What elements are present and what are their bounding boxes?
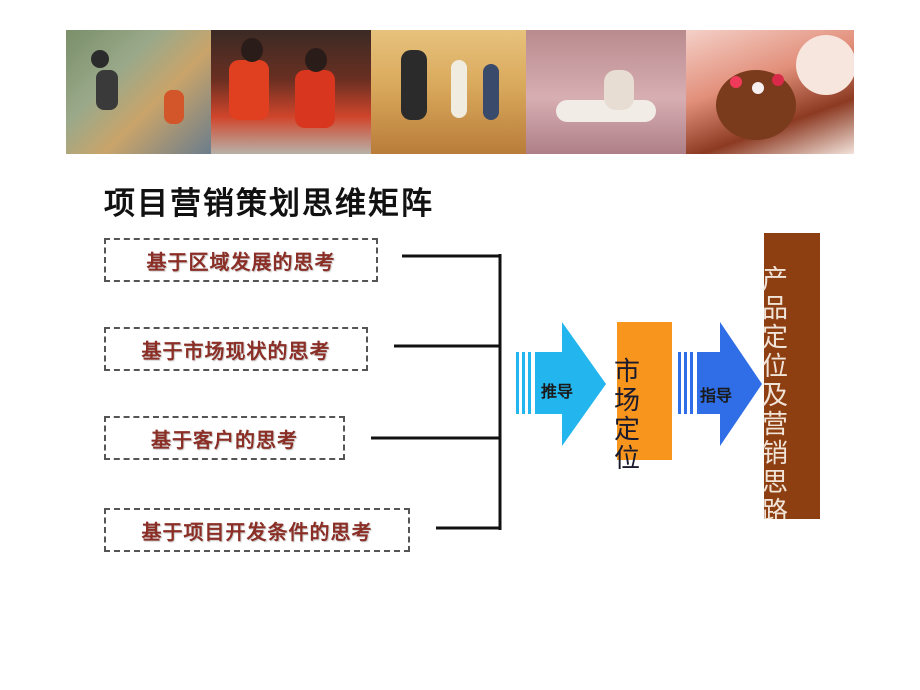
guide-label: 指导 [700, 386, 733, 405]
product-positioning-box [764, 233, 820, 519]
input-regional-development: 基于区域发展的思考 [104, 238, 378, 282]
input-customer: 基于客户的思考 [104, 416, 345, 460]
product-positioning-label: 产品定位及营销思路 [762, 266, 789, 519]
derive-arrow-icon [516, 322, 606, 446]
photo-rock-climbing [66, 30, 211, 154]
photo-badminton [211, 30, 371, 154]
photo-yoga [526, 30, 686, 154]
input-project-conditions: 基于项目开发条件的思考 [104, 508, 410, 552]
guide-arrow-icon [678, 322, 762, 446]
page-title: 项目营销策划思维矩阵 [104, 186, 434, 222]
photo-banner [66, 30, 854, 154]
derive-label: 推导 [541, 382, 574, 401]
market-positioning-label: 市场定位 [614, 357, 641, 474]
photo-flower-spa [686, 30, 854, 154]
market-positioning-box [617, 322, 672, 460]
photo-step-aerobics [371, 30, 526, 154]
input-market-status: 基于市场现状的思考 [104, 327, 368, 371]
